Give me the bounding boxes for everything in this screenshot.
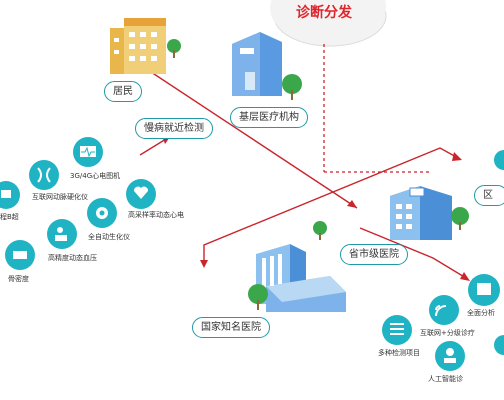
national-hospital-label: 国家知名医院 — [192, 317, 270, 338]
tests-list-icon — [382, 315, 412, 345]
network-icon — [429, 295, 459, 325]
cloud-shape — [270, 0, 387, 47]
provincial-hospital-icon — [313, 186, 469, 240]
arteriosclerosis-icon — [29, 160, 59, 190]
primary-care-label: 基层医疗机构 — [230, 107, 308, 128]
device-label: 人工智能诊 — [428, 375, 463, 383]
biochemistry-icon — [87, 198, 117, 228]
device-label: 全面分析 — [467, 309, 495, 317]
ultrasound-icon — [0, 181, 20, 209]
chronic-monitoring-label: 慢病就近检测 — [135, 118, 213, 139]
device-label: 骨密度 — [8, 275, 29, 283]
right-edge-icon — [494, 150, 504, 355]
device-label: 互联网动脉硬化仪 — [32, 193, 88, 201]
device-label: 3G/4G心电图机 — [70, 172, 121, 180]
analysis-icon — [468, 274, 500, 306]
device-label: 高精度动态血压 — [48, 254, 97, 262]
ai-diagnosis-icon — [435, 341, 465, 371]
right-edge-label: 区 — [474, 185, 504, 206]
residents-building-icon — [110, 18, 181, 74]
national-hospital-icon — [248, 244, 346, 312]
provincial-hospital-label: 省市级医院 — [340, 244, 408, 265]
residents-label: 居民 — [104, 81, 142, 102]
holter-icon — [126, 179, 156, 209]
ecg-device-icon — [73, 137, 103, 167]
device-label: 多种检测项目 — [378, 349, 420, 357]
device-label: 全自动生化仪 — [88, 233, 130, 241]
primary-care-building-icon — [232, 32, 302, 100]
flow-arrows — [139, 69, 467, 279]
device-label: 互联网+分级诊疗 — [420, 329, 475, 337]
cloud-label: 诊断分发 — [296, 5, 352, 21]
device-label: 程B超 — [0, 213, 19, 221]
device-label: 高采样率动态心电 — [128, 211, 184, 219]
bone-density-icon — [5, 240, 35, 270]
blood-pressure-icon — [47, 219, 77, 249]
